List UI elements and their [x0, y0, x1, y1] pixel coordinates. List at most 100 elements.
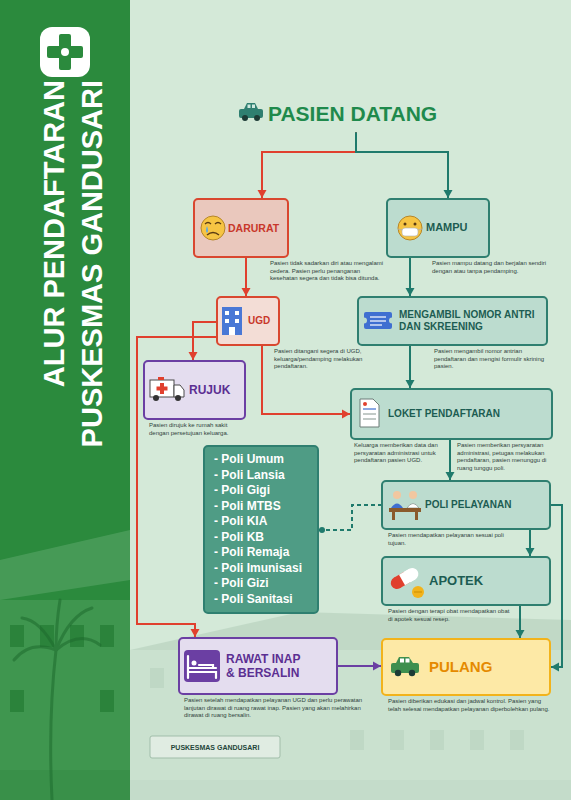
masked-face-icon: [404, 223, 407, 226]
palm-tree: [14, 600, 100, 800]
logo: [40, 27, 90, 77]
arrow-head: [444, 190, 453, 198]
ticket-icon: [370, 316, 386, 317]
car-icon: [391, 657, 419, 676]
consultation-icon: [392, 512, 395, 520]
flow-line: [356, 132, 448, 198]
flow-arrow: [551, 505, 562, 672]
consultation-icon: [409, 491, 417, 499]
building-photo: [0, 530, 130, 600]
flow-arrow: [319, 505, 381, 533]
process-box: MENGAMBIL NOMOR ANTRI DAN SKREENINGPasie…: [357, 296, 548, 346]
palm-tree: [14, 647, 56, 660]
building-photo: [10, 690, 24, 712]
building-photo: [510, 730, 524, 750]
ambulance-icon: [157, 387, 168, 391]
box-heading: MENGAMBIL NOMOR ANTRI DAN SKREENING: [399, 309, 540, 333]
box-heading: PASIEN DATANG: [268, 101, 474, 126]
masked-face-icon: [398, 216, 422, 240]
car-icon: [244, 103, 258, 109]
ambulance-icon: [175, 395, 181, 401]
bed-icon: [187, 656, 189, 678]
building-photo: [0, 600, 130, 800]
arrow-head: [526, 548, 535, 556]
pills-icon: [389, 566, 424, 598]
flow-line: [319, 505, 381, 530]
building-photo: [0, 530, 130, 800]
building-photo: [350, 730, 364, 750]
masked-face-icon: [414, 223, 417, 226]
sign-board: [150, 736, 280, 758]
ticket-icon: [370, 320, 386, 321]
box-heading: APOTEK: [429, 573, 543, 589]
car-icon: [252, 105, 255, 109]
arrow-head: [258, 190, 267, 198]
building-photo: [10, 625, 24, 647]
box-description: Pasien mengambil nomor antrian pendaftar…: [434, 348, 549, 371]
flow-line: [262, 132, 356, 198]
ticket-icon: [361, 318, 367, 324]
bed-icon: [184, 650, 220, 682]
service-item: - Poli Umum: [214, 452, 284, 468]
car-icon: [239, 103, 263, 121]
building-photo: [390, 730, 404, 750]
box-description: Keluarga memberikan data dan persyaratan…: [354, 442, 446, 465]
box-heading: POLI PELAYANAN: [425, 499, 543, 511]
document-icon: [363, 413, 376, 414]
building-photo: [70, 625, 84, 647]
bed-icon: [184, 650, 220, 682]
building-photo: [0, 770, 130, 800]
flow-arrow: [406, 346, 415, 388]
ticket-icon: [364, 312, 392, 329]
ambulance-icon: [150, 380, 174, 397]
box-description: Pasien dengan terapi obat mendapatkan ob…: [388, 608, 513, 623]
document-icon: [363, 418, 376, 419]
palm-tree: [56, 600, 60, 650]
palm-tree: [22, 618, 56, 650]
box-heading: LOKET PENDAFTARAN: [388, 408, 545, 420]
service-item: - Poli KB: [214, 530, 264, 546]
title: ALUR PENDAFTARAN PUSKESMAS GANDUSARI: [35, 80, 111, 470]
box-description: Pasien memberikan persyaratan administra…: [457, 442, 553, 472]
building-icon: [222, 307, 242, 335]
pills-icon: [389, 575, 405, 591]
arrow-head: [516, 630, 525, 638]
bed-icon: [192, 661, 197, 666]
process-box: PULANGPasien diberikan edukasi dan jadwa…: [381, 638, 551, 696]
flow-arrow: [526, 530, 535, 556]
box-heading: PULANG: [429, 658, 543, 676]
logo: [47, 46, 83, 58]
box-description: Pasien diberikan edukasi dan jadwal kont…: [388, 698, 553, 713]
ambulance-icon: [160, 383, 164, 394]
document-icon: [360, 399, 379, 427]
process-box: POLI PELAYANANPasien mendapatkan pelayan…: [381, 480, 551, 530]
building-photo: [100, 690, 114, 712]
service-list-box: - Poli Umum- Poli Lansia- Poli Gigi- Pol…: [203, 445, 319, 614]
box-heading: DARURAT: [228, 222, 281, 235]
box-heading: MAMPU: [426, 221, 482, 234]
service-item: - Poli Imunisasi: [214, 561, 302, 577]
ambulance-icon: [158, 377, 164, 380]
process-box: UGDPasien ditangani segera di UGD, kelua…: [216, 296, 280, 346]
ambulance-icon: [174, 385, 184, 397]
crying-face-icon: [206, 226, 208, 233]
masked-face-icon: [402, 228, 418, 236]
arrow-head: [191, 629, 200, 637]
box-description: Pasien setelah mendapatkan pelayanan UGD…: [184, 697, 379, 720]
pills-icon: [414, 592, 422, 593]
crying-face-icon: [201, 216, 225, 240]
document-icon: [360, 399, 379, 427]
flow-arrow: [242, 258, 251, 296]
flow-line: [551, 505, 562, 667]
ambulance-icon: [153, 395, 159, 401]
building-icon: [235, 311, 239, 315]
palm-tree: [56, 608, 92, 650]
car-icon: [395, 670, 401, 676]
start-label: PASIEN DATANG: [268, 95, 480, 132]
logo: [61, 48, 69, 56]
service-item: - Poli Lansia: [214, 468, 285, 484]
building-photo: [150, 668, 164, 688]
car-icon: [396, 657, 413, 663]
flow-arrow: [338, 662, 381, 671]
